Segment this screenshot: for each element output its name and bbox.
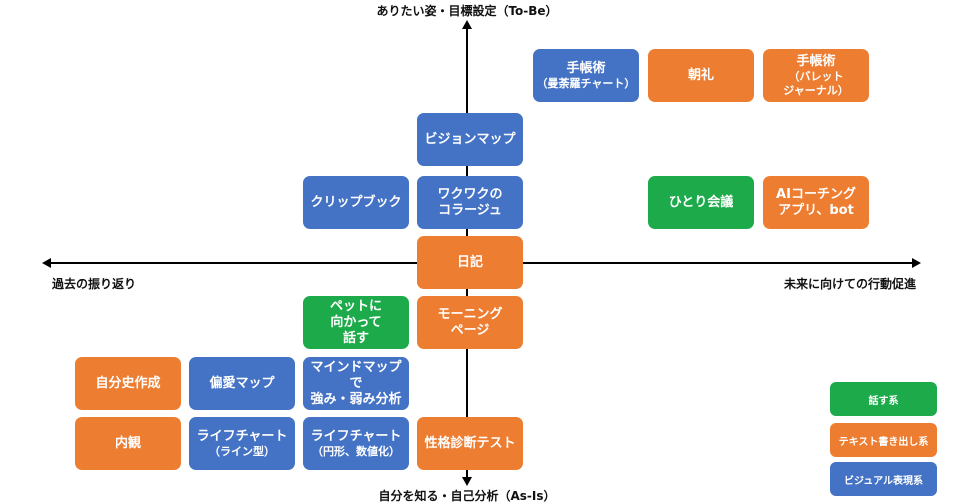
method-box-content: 偏愛マップ xyxy=(209,376,274,392)
arrow-right-icon xyxy=(912,258,921,268)
axis-label-top: ありたい姿・目標設定（To-Be） xyxy=(376,4,558,18)
method-title: マインドマップ で 強み・弱み分析 xyxy=(310,359,402,407)
method-box: 性格診断テスト xyxy=(417,417,523,470)
method-subtitle: （ライン型） xyxy=(209,444,275,458)
method-box-content: 手帳術（バレット ジャーナル） xyxy=(783,54,848,98)
method-title: ライフチャート xyxy=(310,428,402,444)
method-box: 日記 xyxy=(417,236,523,289)
method-box-content: クリップブック xyxy=(310,195,401,211)
arrow-down-icon xyxy=(462,477,472,486)
method-box-content: ビジョンマップ xyxy=(424,132,515,148)
method-title: 日記 xyxy=(456,254,483,270)
method-title: 手帳術 xyxy=(566,60,606,76)
method-title: ひとり会議 xyxy=(668,194,734,210)
method-title: 朝礼 xyxy=(687,67,714,83)
method-box-content: 自分史作成 xyxy=(95,376,160,392)
method-title: モーニング ページ xyxy=(437,306,503,338)
method-box: ライフチャート（円形、数値化） xyxy=(303,417,409,470)
method-box-content: ひとり会議 xyxy=(669,195,734,211)
legend-write: テキスト書き出し系 xyxy=(830,423,937,457)
method-box: クリップブック xyxy=(303,176,409,229)
arrow-left-icon xyxy=(42,258,51,268)
axis-label-left: 過去の振り返り xyxy=(52,277,137,291)
method-box: 内観 xyxy=(75,417,181,470)
method-title: ワクワクの コラージュ xyxy=(437,186,503,218)
method-subtitle: （円形、数値化） xyxy=(312,444,400,458)
method-title: 性格診断テスト xyxy=(424,435,516,451)
method-title: クリップブック xyxy=(310,194,402,210)
method-title: 内観 xyxy=(114,435,141,451)
method-box: 朝礼 xyxy=(648,49,754,102)
method-box: ひとり会議 xyxy=(648,176,754,229)
method-box-content: 朝礼 xyxy=(688,68,714,84)
method-box: 手帳術（曼荼羅チャート） xyxy=(533,49,639,102)
method-box-content: ペットに 向かって 話す xyxy=(330,299,382,347)
arrow-up-icon xyxy=(462,20,472,29)
method-title: 偏愛マップ xyxy=(209,375,275,391)
method-box-content: 性格診断テスト xyxy=(424,436,515,452)
method-box-content: ライフチャート（円形、数値化） xyxy=(311,429,402,459)
method-box-content: 内観 xyxy=(115,436,141,452)
method-box-content: 日記 xyxy=(457,255,483,271)
method-title: ペットに 向かって 話す xyxy=(329,298,382,346)
method-box-content: モーニング ページ xyxy=(437,307,502,339)
method-title: AIコーチング アプリ、bot xyxy=(776,186,856,218)
method-title: ビジョンマップ xyxy=(424,131,516,147)
legend-visual: ビジュアル表現系 xyxy=(830,462,937,496)
method-box: 偏愛マップ xyxy=(189,357,295,410)
legend-label: ビジュアル表現系 xyxy=(844,475,923,487)
method-box-content: ワクワクの コラージュ xyxy=(437,187,502,219)
method-box: マインドマップ で 強み・弱み分析 xyxy=(303,357,409,410)
method-box-content: AIコーチング アプリ、bot xyxy=(776,187,856,219)
method-box: ワクワクの コラージュ xyxy=(417,176,523,229)
method-title: 自分史作成 xyxy=(95,375,161,391)
method-box: ライフチャート（ライン型） xyxy=(189,417,295,470)
method-title: ライフチャート xyxy=(196,428,288,444)
axis-label-right: 未来に向けての行動促進 xyxy=(783,277,916,291)
legend-label: テキスト書き出し系 xyxy=(838,436,929,448)
legend-label: 話す系 xyxy=(868,395,899,407)
method-box: AIコーチング アプリ、bot xyxy=(763,176,869,229)
method-subtitle: （曼荼羅チャート） xyxy=(536,76,636,90)
method-box-content: 手帳術（曼荼羅チャート） xyxy=(537,61,636,91)
method-title: 手帳術 xyxy=(796,53,836,69)
method-box: ビジョンマップ xyxy=(417,113,523,166)
axis-label-bottom: 自分を知る・自己分析（As-Is） xyxy=(378,489,556,503)
method-box: ペットに 向かって 話す xyxy=(303,296,409,349)
method-box-content: ライフチャート（ライン型） xyxy=(197,429,288,459)
method-box: モーニング ページ xyxy=(417,296,523,349)
method-box: 自分史作成 xyxy=(75,357,181,410)
method-box: 手帳術（バレット ジャーナル） xyxy=(763,49,869,102)
method-subtitle: （バレット ジャーナル） xyxy=(783,69,849,97)
method-box-content: マインドマップ で 強み・弱み分析 xyxy=(310,360,401,408)
legend-talk: 話す系 xyxy=(830,382,937,416)
